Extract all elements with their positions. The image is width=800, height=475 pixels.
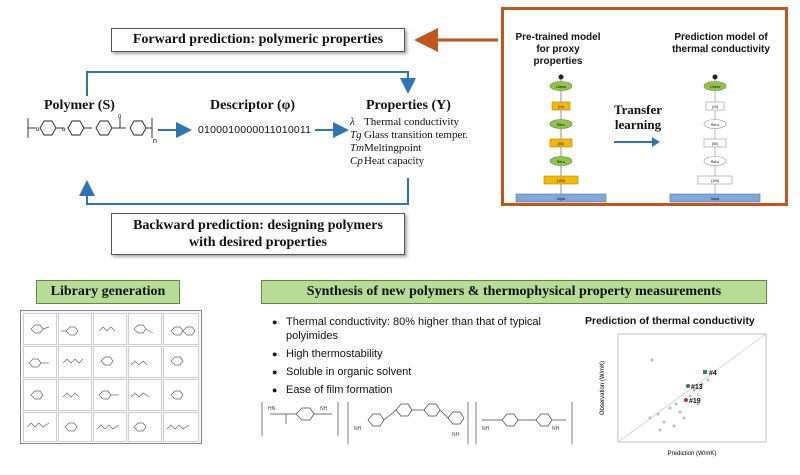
property-row: λ Thermal conductivity [350,116,468,129]
synthesized-polymer-structures: HN NH NH NH NH NH [261,402,573,444]
layer-label: ReLu [711,160,719,164]
forward-prediction-label: Forward prediction: polymeric properties [132,32,384,47]
layer-label: ReLu [557,160,565,164]
library-generation-header: Library generation [36,280,180,304]
scatter-xlabel: Prediction (W/mK) [668,451,717,457]
library-cell [23,313,57,345]
backward-prediction-line1: Backward prediction: designing polymers [133,218,383,233]
layer-label: Input [711,197,719,201]
layer-label: Linear [556,85,567,89]
pretrained-network: Linear (10) ReLu (50) ReLu (100) Input [515,74,607,203]
scatter-title: Prediction of thermal conductivity [585,315,755,327]
library-cell [93,412,127,442]
library-cell [58,313,92,345]
library-cell [23,412,57,442]
property-symbol: λ [350,116,355,128]
library-generation-label: Library generation [50,284,166,299]
svg-text:n: n [153,138,157,145]
property-symbol: Cp [350,155,363,167]
bullet-item: Ease of film formation [272,383,562,397]
property-text: Glass transition temper. [364,129,469,141]
scatter-ylabel: Observation (W/mK) [600,361,606,415]
layer-label: Input [557,197,565,201]
backward-prediction-box: Backward prediction: designing polymers … [111,213,405,255]
prediction-model-title: Prediction model of thermal conductivity [672,32,770,55]
polymer-structure: o o o n [27,114,157,145]
property-text: Heat capacity [364,155,425,167]
svg-text:NH: NH [320,406,328,412]
layer-label: (50) [712,142,718,146]
point-label: #4 [709,370,717,377]
svg-text:NH: NH [552,426,560,432]
point-label: #13 [691,384,703,391]
library-cell [163,346,199,378]
property-text: Thermal conductivity [364,116,459,128]
library-grid [20,310,202,444]
layer-label: (10) [558,105,564,109]
library-cell [93,313,127,345]
layer-label: (50) [558,142,564,146]
property-row: TmMeltingpoint [350,142,468,155]
bullet-item: Thermal conductivity: 80% higher than th… [272,315,562,343]
transfer-arrow [614,137,660,147]
library-cell [93,346,127,378]
prediction-network: Linear (10) ReLu (50) ReLu (100) Input [669,74,761,203]
bullet-item: Soluble in organic solvent [272,365,562,379]
point-label: #19 [689,398,701,405]
layer-label: (10) [712,105,718,109]
scatter-points [648,358,710,432]
svg-text:o: o [118,114,122,120]
polymer-label: Polymer (S) [44,98,115,113]
property-bullets: Thermal conductivity: 80% higher than th… [272,315,562,401]
svg-text:HN: HN [268,406,276,412]
pretrained-model-title: Pre-trained model for proxy properties [515,32,601,67]
layer-label: ReLu [557,123,565,127]
layer-label: Linear [710,85,721,89]
synthesis-title: Synthesis of new polymers & thermophysic… [306,284,722,299]
svg-text:o: o [36,127,40,133]
property-row: CpHeat capacity [350,155,468,168]
layer-label: ReLu [711,123,719,127]
library-cell [23,379,57,411]
svg-text:NH: NH [354,426,362,432]
property-text: Meltingpoint [364,142,422,154]
layer-label: (100) [557,179,565,183]
transfer-learning-panel: Pre-trained model for proxy properties P… [501,7,788,206]
bullet-item: High thermostability [272,347,562,361]
descriptor-label: Descriptor (φ) [210,98,296,113]
layer-label: (100) [711,179,719,183]
transfer-learning-label: Transfer learning [613,102,663,132]
forward-prediction-box: Forward prediction: polymeric properties [111,28,405,52]
property-symbol: Tg [350,129,362,141]
library-cell [58,412,92,442]
properties-label: Properties (Y) [366,98,451,113]
descriptor-value: 0100010000011010011 [198,124,312,136]
library-cell [58,379,92,411]
library-structures [26,324,196,432]
svg-text:NH: NH [452,432,460,438]
backward-arrow [79,178,409,205]
forward-arrow [86,71,416,96]
svg-text:NH: NH [482,426,490,432]
svg-text:o: o [62,127,66,133]
scatter-plot: #4 #13 #19 Prediction (W/mK) Observation… [600,333,767,457]
library-cell [163,313,199,345]
library-cell [163,379,199,411]
property-symbol: Tm [350,142,365,154]
backward-prediction-line2: with desired properties [189,235,327,250]
library-cell [128,379,162,411]
synthesis-header: Synthesis of new polymers & thermophysic… [261,280,767,304]
